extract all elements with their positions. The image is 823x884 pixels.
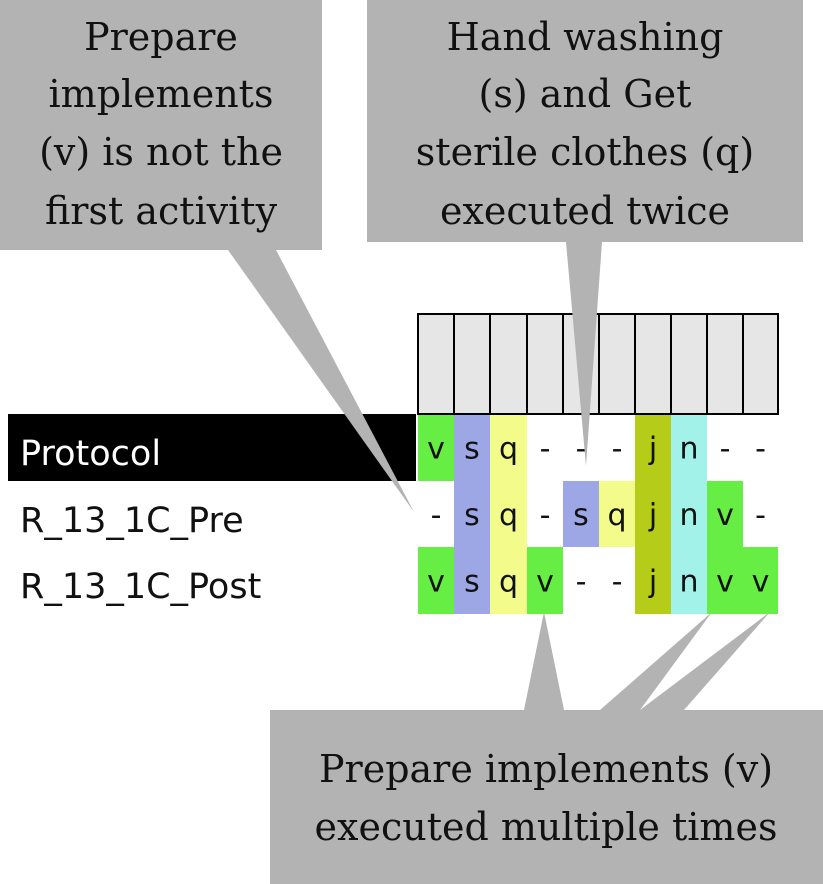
column-header-cell bbox=[489, 313, 528, 415]
activity-band-q bbox=[599, 481, 635, 547]
sequence-cell-0-4: - bbox=[576, 432, 587, 467]
activity-band-v bbox=[418, 414, 454, 481]
sequence-cell-1-5: q bbox=[607, 498, 626, 533]
sequence-cell-1-0: - bbox=[431, 498, 442, 533]
callout-executed-twice-line-4: executed twice bbox=[440, 189, 730, 233]
sequence-cell-0-8: - bbox=[720, 432, 731, 467]
callout-first-activity: Prepare implements (v) is not the first … bbox=[0, 0, 414, 512]
sequence-cell-1-9: - bbox=[755, 498, 766, 533]
callout-executed-twice-box bbox=[367, 0, 803, 242]
activity-band-v bbox=[743, 547, 778, 614]
activity-band-q bbox=[490, 414, 527, 614]
sequence-cell-1-7: n bbox=[679, 498, 698, 533]
callout-multiple-times-line-2: executed multiple times bbox=[315, 805, 778, 849]
sequence-cell-2-8: v bbox=[716, 565, 734, 600]
callout-multiple-times-box bbox=[270, 710, 823, 884]
column-header-cell bbox=[598, 313, 636, 415]
callout-multiple-times-line-1: Prepare implements (v) bbox=[319, 747, 773, 791]
column-header-cell bbox=[634, 313, 672, 415]
column-header-cell bbox=[417, 313, 455, 415]
callout-multiple-times-pointer-3 bbox=[640, 612, 770, 710]
sequence-cell-2-5: - bbox=[612, 565, 623, 600]
row-label-pre: R_13_1C_Pre bbox=[20, 501, 244, 541]
callout-first-activity-line-2: implements bbox=[49, 72, 274, 116]
sequence-cell-0-1: s bbox=[464, 432, 480, 467]
sequence-cell-0-0: v bbox=[427, 432, 445, 467]
sequence-cell-2-7: n bbox=[679, 565, 698, 600]
callout-executed-twice-line-1: Hand washing bbox=[447, 15, 724, 59]
sequence-cell-2-6: j bbox=[648, 565, 657, 600]
sequence-cell-1-4: s bbox=[573, 498, 589, 533]
sequence-cell-0-6: j bbox=[648, 432, 657, 467]
activity-band-v bbox=[418, 547, 454, 614]
callout-first-activity-line-1: Prepare bbox=[84, 15, 238, 59]
sequence-cell-0-2: q bbox=[499, 432, 518, 467]
sequence-cell-2-1: s bbox=[464, 565, 480, 600]
row-label-protocol: Protocol bbox=[20, 434, 161, 474]
activity-band-j bbox=[635, 414, 671, 614]
sequence-cell-2-2: q bbox=[499, 565, 518, 600]
column-header-row bbox=[417, 313, 779, 415]
callout-first-activity-line-3: (v) is not the bbox=[39, 130, 283, 174]
sequence-cell-2-4: - bbox=[576, 565, 587, 600]
callout-multiple-times: Prepare implements (v) executed multiple… bbox=[270, 612, 823, 884]
activity-band-s bbox=[454, 414, 490, 614]
column-header-cell bbox=[670, 313, 708, 415]
row-label-post: R_13_1C_Post bbox=[20, 567, 261, 607]
callout-multiple-times-pointer-2 bbox=[600, 612, 712, 710]
callout-executed-twice-line-2: (s) and Get bbox=[479, 72, 692, 116]
protocol-row-highlight bbox=[8, 414, 416, 481]
sequence-cell-0-9: - bbox=[755, 432, 766, 467]
sequence-cell-2-9: v bbox=[752, 565, 770, 600]
sequence-cell-1-3: - bbox=[540, 498, 551, 533]
column-header-cell bbox=[453, 313, 491, 415]
column-header-cell bbox=[706, 313, 744, 415]
activity-band-n bbox=[671, 414, 707, 614]
callout-first-activity-line-4: first activity bbox=[45, 189, 278, 233]
callout-multiple-times-pointer-1 bbox=[524, 612, 564, 710]
sequence-cell-1-2: q bbox=[499, 498, 518, 533]
sequence-cell-0-3: - bbox=[540, 432, 551, 467]
activity-color-bands bbox=[418, 414, 778, 614]
sequence-cell-1-8: v bbox=[716, 498, 734, 533]
column-header-cell bbox=[526, 313, 564, 415]
activity-band-s bbox=[563, 481, 599, 547]
sequence-cell-2-0: v bbox=[427, 565, 445, 600]
sequence-cell-0-7: n bbox=[679, 432, 698, 467]
activity-band-v bbox=[527, 547, 563, 614]
sequence-cell-1-1: s bbox=[464, 498, 480, 533]
callout-executed-twice-pointer bbox=[566, 242, 602, 466]
sequence-cell-2-3: v bbox=[536, 565, 554, 600]
callout-executed-twice: Hand washing (s) and Get sterile clothes… bbox=[367, 0, 803, 466]
activity-band-v bbox=[707, 481, 743, 614]
callout-first-activity-box bbox=[0, 0, 322, 250]
callout-first-activity-pointer bbox=[228, 250, 414, 512]
column-header-cell bbox=[742, 313, 779, 415]
sequence-cell-0-5: - bbox=[612, 432, 623, 467]
callout-executed-twice-line-3: sterile clothes (q) bbox=[416, 130, 754, 174]
sequence-cell-1-6: j bbox=[648, 498, 657, 533]
